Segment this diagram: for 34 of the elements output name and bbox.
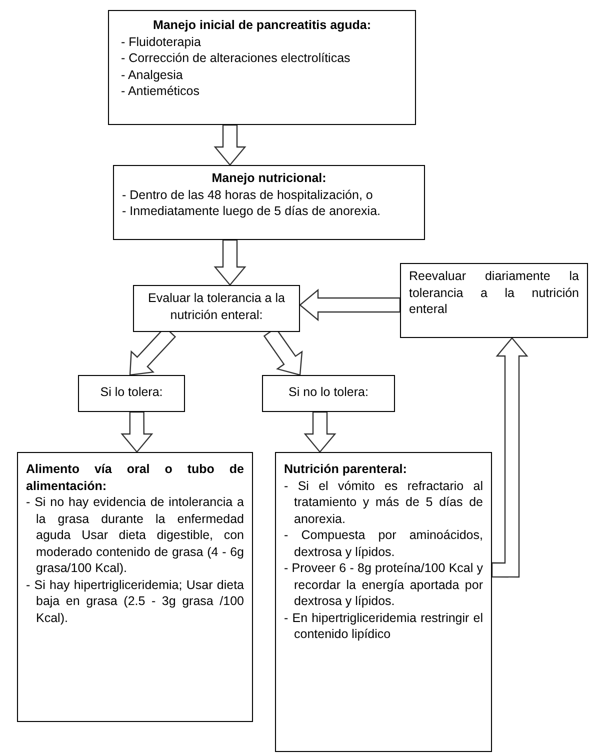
hollow-arrow <box>491 337 528 578</box>
process-box <box>17 452 253 722</box>
process-box <box>78 375 185 412</box>
box-heading: Nutrición parenteral: <box>284 461 408 478</box>
box-heading: Manejo inicial de pancreatitis aguda: <box>152 17 372 34</box>
hollow-arrow <box>299 288 401 322</box>
box-text: - Compuesta por aminoácidos, dextrosa y lípidos. <box>284 527 483 560</box>
box-text: - Si no hay evidencia de intolerancia a la grasa durante la enfermedad aguda Usar dieta digestible, con moderado contenido de grasa (4 - 6g grasa/100 Kcal). <box>26 494 244 576</box>
box-heading: Alimento vía oral o tubo de alimentación: <box>26 461 244 494</box>
box-text: - Si el vómito es refractario al tratamiento y más de 5 días de anorexia. <box>284 478 483 527</box>
process-box <box>133 285 300 332</box>
hollow-arrow <box>304 411 336 453</box>
box-text: - Dentro de las 48 horas de hospitalización, o <box>122 186 374 203</box>
box-text: - Antieméticos <box>121 83 201 100</box>
box-text: Reevaluar diariamente la tolerancia a la nutrición enteral <box>409 268 579 318</box>
hollow-arrow <box>214 124 246 166</box>
process-box <box>400 263 588 338</box>
hollow-arrow <box>214 239 246 286</box>
box-text: - Fluidoterapia <box>121 34 202 50</box>
box-text: - Analgesia <box>121 66 184 83</box>
box-text: - En hipertrigliceridemia restringir el contenido lipídico <box>284 610 483 642</box>
process-box <box>108 10 416 125</box>
process-box <box>262 375 395 412</box>
hollow-arrow <box>120 411 154 453</box>
box-text: Si no lo tolera: <box>288 384 370 400</box>
box-text: Si lo tolera: <box>99 384 164 400</box>
box-heading: Manejo nutricional: <box>210 170 328 186</box>
box-text: Evaluar la tolerancia a la nutrición enteral: <box>147 290 286 323</box>
box-text: - Corrección de alteraciones electrolíticas <box>121 50 352 66</box>
process-box <box>113 165 425 240</box>
box-text: - Si hay hipertrigliceridemia; Usar dieta baja en grasa (2.5 - 3g grasa /100 Kcal). <box>26 576 244 626</box>
process-box <box>275 452 492 752</box>
box-text: - Proveer 6 - 8g proteína/100 Kcal y recordar la energía aportada por dextrosa y lípidos. <box>284 560 483 610</box>
box-text: - Inmediatamente luego de 5 días de anorexia. <box>122 203 382 220</box>
